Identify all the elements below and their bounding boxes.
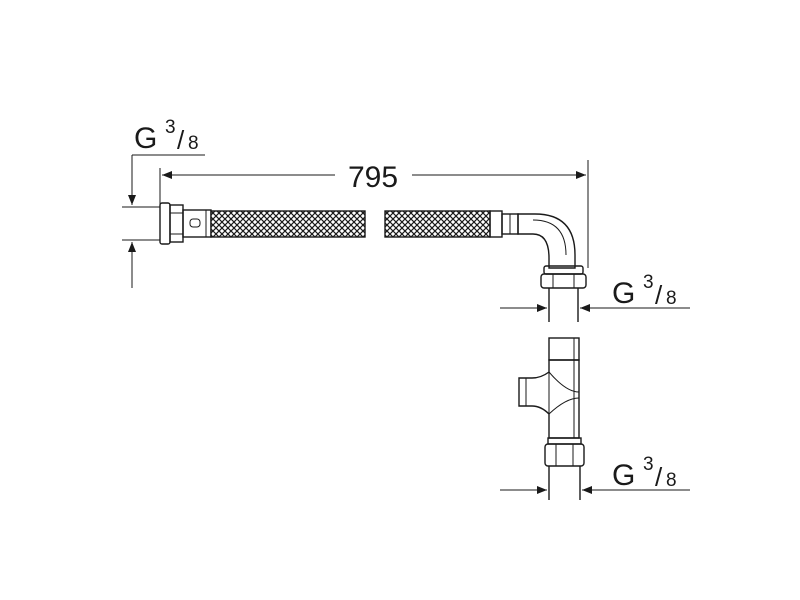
crimp-sleeve	[182, 209, 212, 238]
tee-contour	[548, 371, 580, 393]
tee-nut-top	[547, 437, 582, 445]
thread-letter: G	[612, 277, 635, 310]
elbow-nut-top	[543, 265, 584, 275]
thread-denominator: 8	[666, 470, 677, 491]
hose-braid	[210, 210, 366, 238]
thread-numerator: 3	[643, 272, 654, 293]
tee-nut-body	[544, 443, 585, 467]
tee-fitting	[518, 337, 585, 500]
thread-numerator: 3	[165, 117, 176, 138]
elbow-nut-body	[540, 273, 587, 289]
nut-face	[159, 202, 171, 245]
thread-label-tee-bottom: G 3 / 8	[500, 454, 690, 494]
thread-slash: /	[177, 125, 185, 155]
thread-letter: G	[612, 459, 635, 492]
thread-denominator: 8	[666, 288, 677, 309]
overall-length-label: 795	[348, 161, 398, 194]
thread-label-elbow-outlet: G 3 / 8	[500, 272, 690, 312]
hose-braid	[384, 210, 491, 238]
thread-slash: /	[655, 462, 663, 492]
overall-length-dimension: 795	[159, 160, 589, 268]
crimp-slot	[189, 218, 201, 228]
braided-hose-left	[210, 210, 366, 238]
thread-label-top-left: G 3 / 8	[122, 117, 205, 288]
thread-numerator: 3	[643, 454, 654, 475]
thread-letter: G	[134, 122, 157, 155]
elbow-tube	[517, 213, 576, 269]
left-union-nut	[159, 202, 212, 245]
thread-slash: /	[655, 280, 663, 310]
tee-contour	[548, 397, 580, 415]
elbow-highlight	[532, 219, 567, 256]
nut-body	[169, 204, 184, 243]
elbow-fitting	[489, 210, 587, 322]
thread-denominator: 8	[188, 133, 199, 154]
elbow-crimp-sleeve	[489, 210, 503, 238]
braided-hose-right	[384, 210, 491, 238]
